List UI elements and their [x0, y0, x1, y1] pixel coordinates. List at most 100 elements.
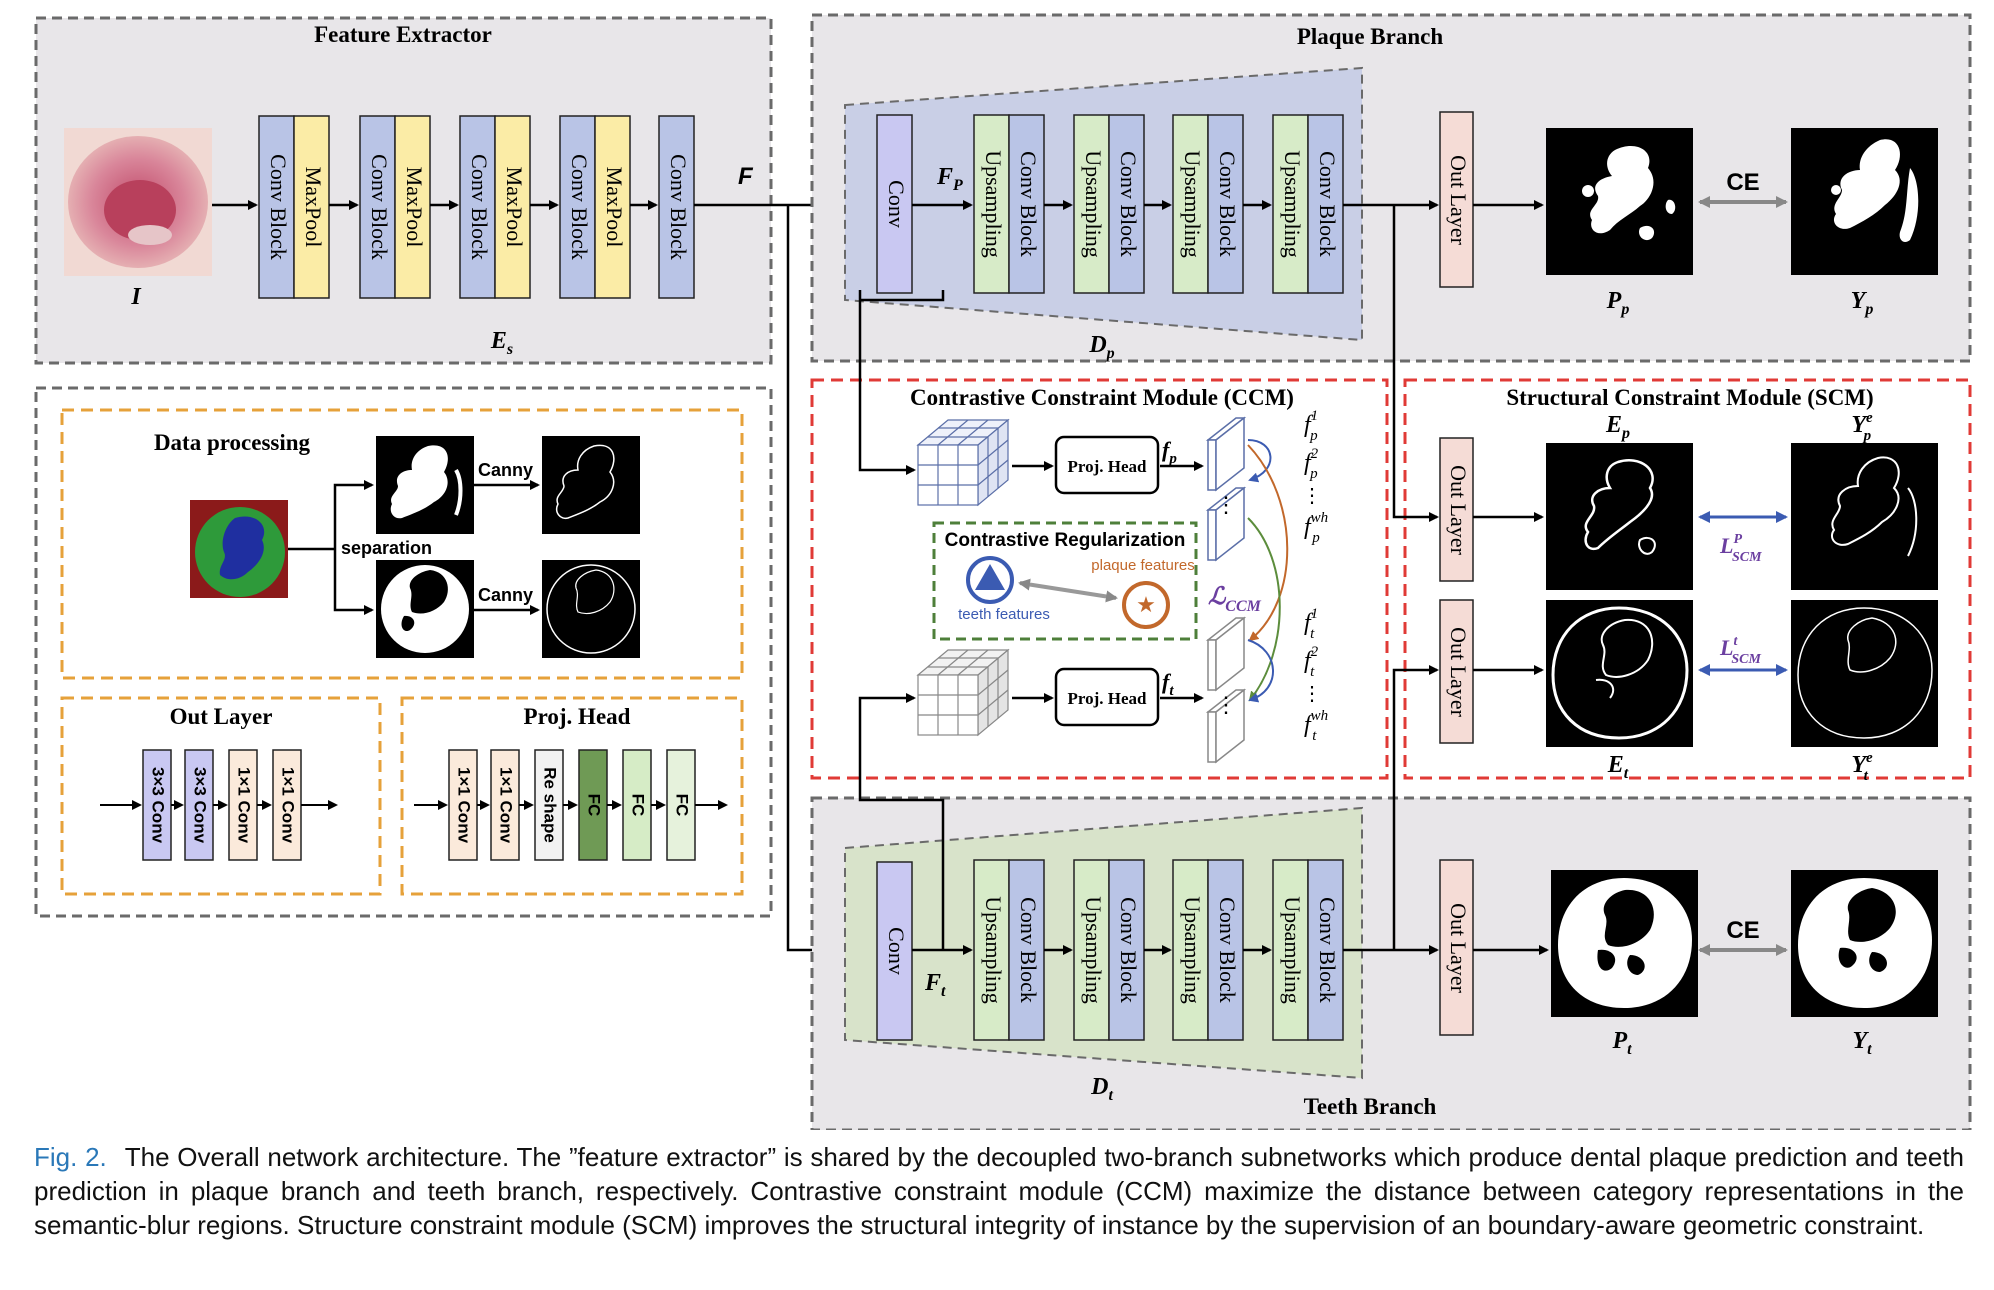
teeth-embedding-vectors	[1205, 616, 1247, 764]
label-Es: Es	[490, 328, 513, 358]
plaque-feature-map-icon	[916, 418, 1010, 507]
svg-text:Proj. Head: Proj. Head	[1067, 689, 1147, 708]
encoder-conv-block-2-label: Conv Block	[367, 154, 392, 260]
encoder-conv-block-1-label: Conv Block	[266, 154, 291, 260]
svg-text:Contrastive Regularization: Contrastive Regularization	[945, 530, 1186, 551]
plaque-prediction-image	[1546, 128, 1693, 275]
svg-text:Upsampling: Upsampling	[1081, 150, 1106, 258]
svg-text:★: ★	[1136, 592, 1156, 617]
plaque-upsampling-2	[1073, 114, 1110, 294]
svg-text:Out Layer: Out Layer	[1446, 627, 1471, 717]
plaque-branch-title: Plaque Branch	[1297, 24, 1444, 49]
svg-text:Conv Block: Conv Block	[1116, 897, 1141, 1003]
teeth-upsampling-2	[1073, 859, 1110, 1041]
label-Ep: Ep	[1605, 412, 1630, 442]
scm-out-layer-teeth	[1439, 599, 1474, 744]
teeth-conv-block-4	[1307, 859, 1344, 1041]
svg-text:3×3 Conv: 3×3 Conv	[149, 767, 168, 844]
plaque-features-icon	[1122, 581, 1170, 629]
label-ft: ft	[1162, 669, 1174, 699]
svg-text:⋮: ⋮	[1302, 485, 1322, 507]
svg-text:Canny: Canny	[478, 585, 533, 605]
label-Yp: Yp	[1851, 288, 1874, 318]
label-I: I	[130, 284, 142, 310]
caption-text: The Overall network architecture. The ”f…	[34, 1142, 1964, 1240]
svg-text:Upsampling: Upsampling	[1280, 150, 1305, 258]
svg-text:Upsampling: Upsampling	[981, 150, 1006, 258]
teeth-ground-truth-image	[1791, 870, 1938, 1017]
svg-text:FC: FC	[629, 794, 648, 817]
svg-text:Out Layer: Out Layer	[1446, 155, 1471, 245]
svg-text:Conv: Conv	[884, 927, 909, 975]
label-Yt: Yt	[1852, 1028, 1872, 1058]
encoder-maxpool-4-label: MaxPool	[602, 167, 627, 248]
svg-text:1×1 Conv: 1×1 Conv	[235, 767, 254, 844]
scm-out-layer-plaque	[1439, 437, 1474, 582]
svg-text:Out Layer: Out Layer	[1446, 903, 1471, 993]
plaque-edge-ground-truth-image	[1791, 443, 1938, 590]
svg-text:FC: FC	[673, 794, 692, 817]
svg-text:Upsampling: Upsampling	[1180, 150, 1205, 258]
ccm-proj-head-teeth	[1054, 667, 1160, 727]
teeth-upsampling-1	[973, 859, 1010, 1041]
svg-text:Conv Block: Conv Block	[1016, 151, 1041, 257]
svg-text:Conv Block: Conv Block	[1016, 897, 1041, 1003]
encoder-maxpool-2-label: MaxPool	[402, 167, 427, 248]
plaque-out-layer	[1439, 111, 1474, 288]
teeth-branch-title: Teeth Branch	[1304, 1094, 1437, 1119]
teeth-branch-section: Teeth Branch Conv Ft Upsampling Conv Blo…	[810, 796, 1972, 1130]
svg-text:teeth features: teeth features	[958, 606, 1050, 623]
svg-text:Re shape: Re shape	[541, 767, 560, 843]
ccm-title: Contrastive Constraint Module (CCM)	[910, 385, 1294, 410]
svg-text:Out Layer: Out Layer	[170, 704, 273, 729]
ccm-proj-head-plaque	[1054, 435, 1160, 495]
scm-section: Structural Constraint Module (SCM) Out L…	[1392, 205, 1972, 950]
encoder-conv-block-5	[658, 115, 695, 299]
feature-extractor-title: Feature Extractor	[314, 22, 492, 47]
label-Dp: Dp	[1088, 332, 1114, 362]
plaque-ground-truth-image	[1791, 128, 1938, 275]
caption-fig-label: Fig. 2.	[34, 1142, 107, 1172]
label-Dt: Dt	[1090, 1074, 1113, 1104]
encoder-conv-block-1	[258, 115, 295, 299]
plaque-edge-prediction-image	[1546, 443, 1693, 590]
plaque-conv-block-1	[1008, 114, 1045, 294]
teeth-edge-prediction-image	[1546, 600, 1693, 747]
plaque-branch-section: Plaque Branch Conv FP Upsampling Conv Bl…	[810, 13, 1972, 363]
svg-text:Upsampling: Upsampling	[1180, 896, 1205, 1004]
svg-text:Conv Block: Conv Block	[1215, 897, 1240, 1003]
svg-text:Conv Block: Conv Block	[1215, 151, 1240, 257]
svg-text:Upsampling: Upsampling	[1081, 896, 1106, 1004]
svg-text:Conv Block: Conv Block	[1116, 151, 1141, 257]
out-layer-legend-box	[60, 696, 382, 896]
encoder-maxpool-1-label: MaxPool	[301, 167, 326, 248]
encoder-maxpool-1	[293, 115, 330, 299]
plaque-conv-label: Conv	[884, 180, 909, 228]
figure-caption: Fig. 2.The Overall network architecture.…	[34, 1140, 1964, 1242]
teeth-upsampling-4	[1272, 859, 1309, 1041]
svg-text:Proj. Head: Proj. Head	[1067, 457, 1147, 476]
plaque-embedding-vectors	[1205, 416, 1247, 562]
svg-text:1×1 Conv: 1×1 Conv	[497, 767, 516, 844]
teeth-out-layer	[1439, 859, 1474, 1036]
svg-text:Conv Block: Conv Block	[1315, 151, 1340, 257]
encoder-maxpool-4	[594, 115, 631, 299]
svg-text:⋮: ⋮	[1215, 492, 1237, 517]
svg-text:plaque features: plaque features	[1091, 557, 1194, 574]
scm-title: Structural Constraint Module (SCM)	[1506, 385, 1873, 410]
svg-text:Upsampling: Upsampling	[1280, 896, 1305, 1004]
plaque-conv-block-3	[1207, 114, 1244, 294]
svg-text:Canny: Canny	[478, 460, 533, 480]
teeth-ce-label: CE	[1726, 917, 1759, 944]
encoder-conv-block-2	[359, 115, 396, 299]
encoder-conv-block-4-label: Conv Block	[567, 154, 592, 260]
label-Pp: Pp	[1606, 288, 1630, 318]
encoder-maxpool-3-label: MaxPool	[502, 167, 527, 248]
